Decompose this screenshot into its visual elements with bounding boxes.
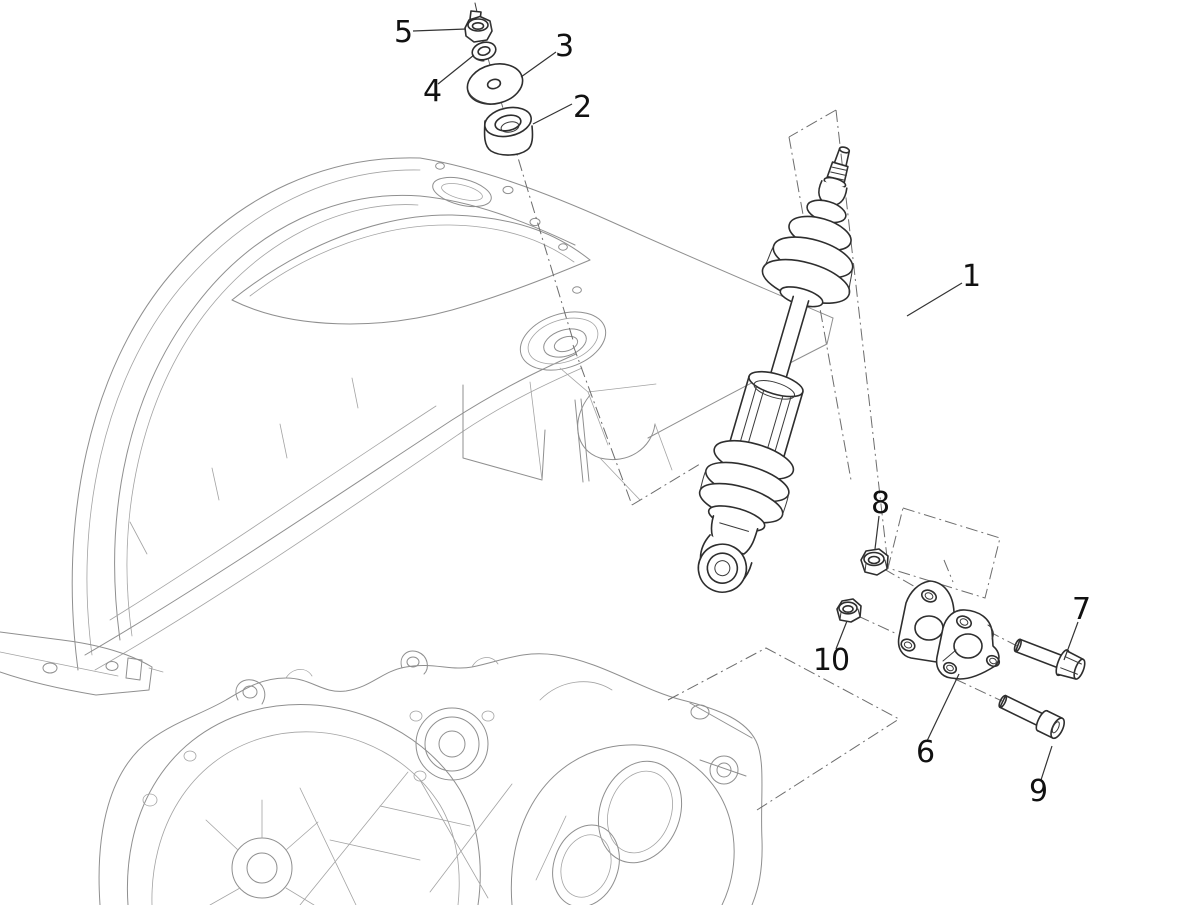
callout-7: 7: [1071, 592, 1091, 627]
rear-fender-line-art: [0, 157, 834, 696]
part-9-bolt: [998, 694, 1065, 740]
part-4-washer: [471, 41, 497, 62]
callout-1: 1: [961, 259, 981, 294]
part-8-nut: [860, 548, 889, 576]
construction-lines: [473, 11, 1018, 811]
part-3-washer: [466, 63, 524, 105]
part-5-nut: [464, 2, 493, 43]
engine-crankcase-line-art: [98, 650, 763, 905]
part-7-bolt: [1013, 638, 1086, 680]
callout-4: 4: [422, 74, 442, 109]
part-10-nut: [836, 598, 862, 623]
callout-9: 9: [1028, 774, 1048, 809]
callout-5: 5: [393, 15, 413, 50]
leader-lines: [412, 28, 1079, 781]
fender-shock-mount-boss: [519, 311, 607, 371]
part-6-bracket: [897, 580, 1001, 680]
part-2-bushing: [483, 106, 534, 156]
callout-6: 6: [915, 735, 935, 770]
callout-2: 2: [572, 90, 592, 125]
callout-3: 3: [554, 29, 574, 64]
part-1-shock-absorber: [697, 146, 854, 593]
fender-bracket-arm: [0, 631, 164, 696]
callout-8: 8: [870, 486, 890, 521]
callout-10: 10: [812, 643, 850, 678]
